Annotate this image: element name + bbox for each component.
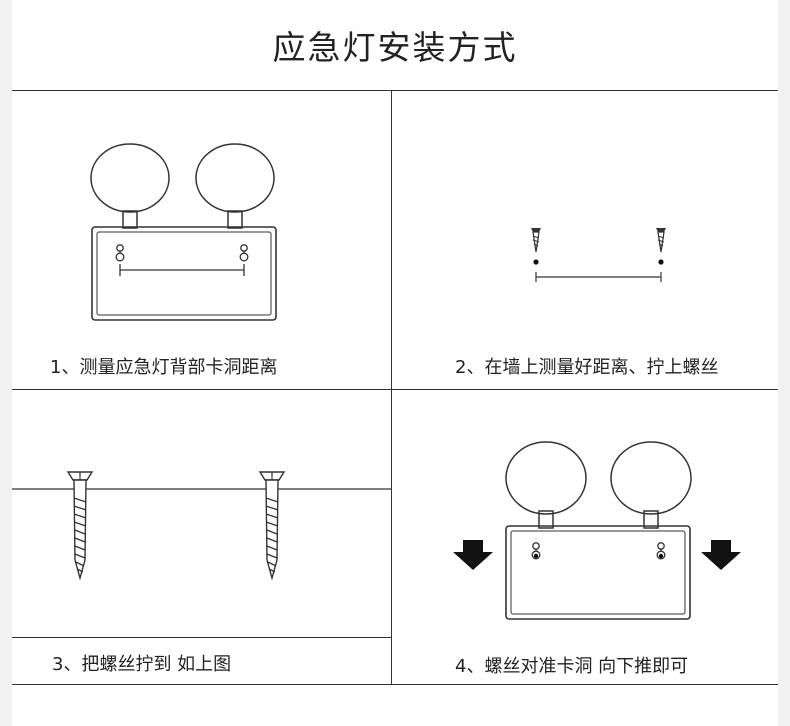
keyhole-icon [239, 244, 249, 262]
wall-screws-illustration [531, 228, 666, 282]
screw-icon [656, 228, 666, 265]
step-4-caption: 4、螺丝对准卡洞 向下推即可 [455, 656, 689, 677]
step-2-caption: 2、在墙上测量好距离、拧上螺丝 [455, 357, 719, 378]
lamp-mount-illustration [453, 441, 741, 620]
arrow-down-icon [701, 540, 741, 570]
keyhole-icon [656, 542, 666, 560]
screw-icon [66, 471, 94, 581]
screws-in-wall-illustration [12, 471, 391, 581]
step-3-caption: 3、把螺丝拧到 如上图 [52, 654, 232, 675]
grid-line-bottom [12, 684, 778, 685]
instruction-sheet: 应急灯安装方式 [12, 0, 778, 726]
caption-divider-left [12, 637, 391, 638]
screw-icon [531, 228, 541, 265]
step-1-caption: 1、测量应急灯背部卡洞距离 [50, 357, 278, 378]
lamp-back-illustration [90, 143, 277, 321]
grid-line-top [12, 90, 778, 91]
keyhole-icon [531, 542, 541, 560]
screw-icon [258, 471, 286, 581]
arrow-down-icon [453, 540, 493, 570]
keyhole-icon [115, 244, 125, 262]
grid-line-middle [12, 389, 778, 390]
page-title: 应急灯安装方式 [272, 28, 518, 67]
grid-line-vertical [391, 90, 392, 684]
